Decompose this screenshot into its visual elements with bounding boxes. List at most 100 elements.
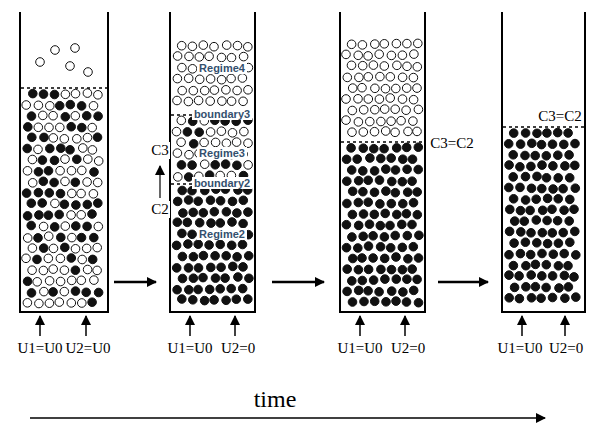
particle xyxy=(61,243,70,252)
particle xyxy=(77,233,86,242)
particle xyxy=(399,288,408,297)
particle xyxy=(381,84,390,93)
particle xyxy=(348,233,357,242)
particle xyxy=(387,117,396,126)
particle xyxy=(376,243,385,252)
particle xyxy=(71,89,80,98)
particle xyxy=(532,216,541,225)
particle xyxy=(380,144,389,153)
particle xyxy=(210,42,219,51)
particle xyxy=(172,264,181,273)
particle xyxy=(51,199,60,208)
velocity-label: U1=U0 xyxy=(337,340,382,357)
particle xyxy=(45,189,54,198)
particle xyxy=(528,139,537,148)
particle xyxy=(408,155,417,164)
particle xyxy=(200,86,209,95)
particle xyxy=(51,46,60,55)
particle xyxy=(184,74,193,83)
particle xyxy=(572,251,581,260)
particle xyxy=(34,123,43,132)
particle xyxy=(538,161,547,170)
particle xyxy=(82,288,91,297)
particle xyxy=(28,179,37,188)
particle xyxy=(67,276,76,285)
particle xyxy=(178,63,187,72)
particle xyxy=(77,102,86,111)
particle xyxy=(560,206,569,215)
particle xyxy=(94,222,103,231)
particle xyxy=(89,190,98,199)
particle xyxy=(398,243,407,252)
particle xyxy=(377,265,386,274)
particle xyxy=(537,140,546,149)
particle xyxy=(359,232,368,241)
particle xyxy=(398,95,407,104)
particle xyxy=(205,241,214,250)
particle xyxy=(177,161,186,170)
particle xyxy=(195,75,204,84)
particle xyxy=(228,129,237,138)
particle xyxy=(45,277,54,286)
velocity-label: U1=U0 xyxy=(17,340,62,357)
particle xyxy=(206,128,215,137)
particle xyxy=(194,264,203,273)
particle xyxy=(35,299,44,308)
particle xyxy=(509,173,518,182)
particle xyxy=(211,138,220,147)
particle xyxy=(527,229,536,238)
particle xyxy=(414,254,423,263)
particle xyxy=(22,254,31,263)
particle xyxy=(532,195,541,204)
particle xyxy=(238,284,247,293)
particle xyxy=(78,255,87,264)
particle xyxy=(516,163,525,172)
particle xyxy=(233,161,242,170)
particle xyxy=(82,244,91,253)
particle xyxy=(227,97,236,106)
particle xyxy=(538,228,547,237)
concentration-label: C2 xyxy=(150,201,170,218)
particle xyxy=(527,271,536,280)
particle xyxy=(348,187,357,196)
particle xyxy=(45,123,54,132)
concentration-label: C3 xyxy=(150,142,170,159)
particle xyxy=(386,73,395,82)
particle xyxy=(34,188,43,197)
particle xyxy=(56,277,65,286)
particle xyxy=(375,95,384,104)
particle xyxy=(229,262,238,271)
particle xyxy=(369,276,378,285)
particle xyxy=(244,252,253,261)
particle xyxy=(83,178,92,187)
particle xyxy=(61,177,70,186)
progress-arrows xyxy=(114,281,488,284)
particle xyxy=(40,133,49,142)
particle xyxy=(369,61,378,70)
particle xyxy=(347,40,356,49)
particle xyxy=(392,39,401,48)
particle xyxy=(359,210,368,219)
particle xyxy=(88,298,97,307)
particle xyxy=(531,151,540,160)
particle xyxy=(173,197,182,206)
particle xyxy=(94,199,103,208)
particle xyxy=(409,117,418,126)
particle xyxy=(29,89,38,98)
particle xyxy=(509,261,518,270)
particle xyxy=(210,207,219,216)
particle xyxy=(199,209,208,218)
particle xyxy=(72,222,81,231)
particle xyxy=(386,94,395,103)
particle xyxy=(353,155,362,164)
particle xyxy=(23,212,32,221)
particle xyxy=(413,275,422,284)
particle xyxy=(414,165,423,174)
particle xyxy=(554,195,563,204)
particle xyxy=(60,287,69,296)
particle xyxy=(358,83,367,92)
particle xyxy=(211,274,220,283)
particle xyxy=(409,286,418,295)
particle xyxy=(505,294,514,303)
